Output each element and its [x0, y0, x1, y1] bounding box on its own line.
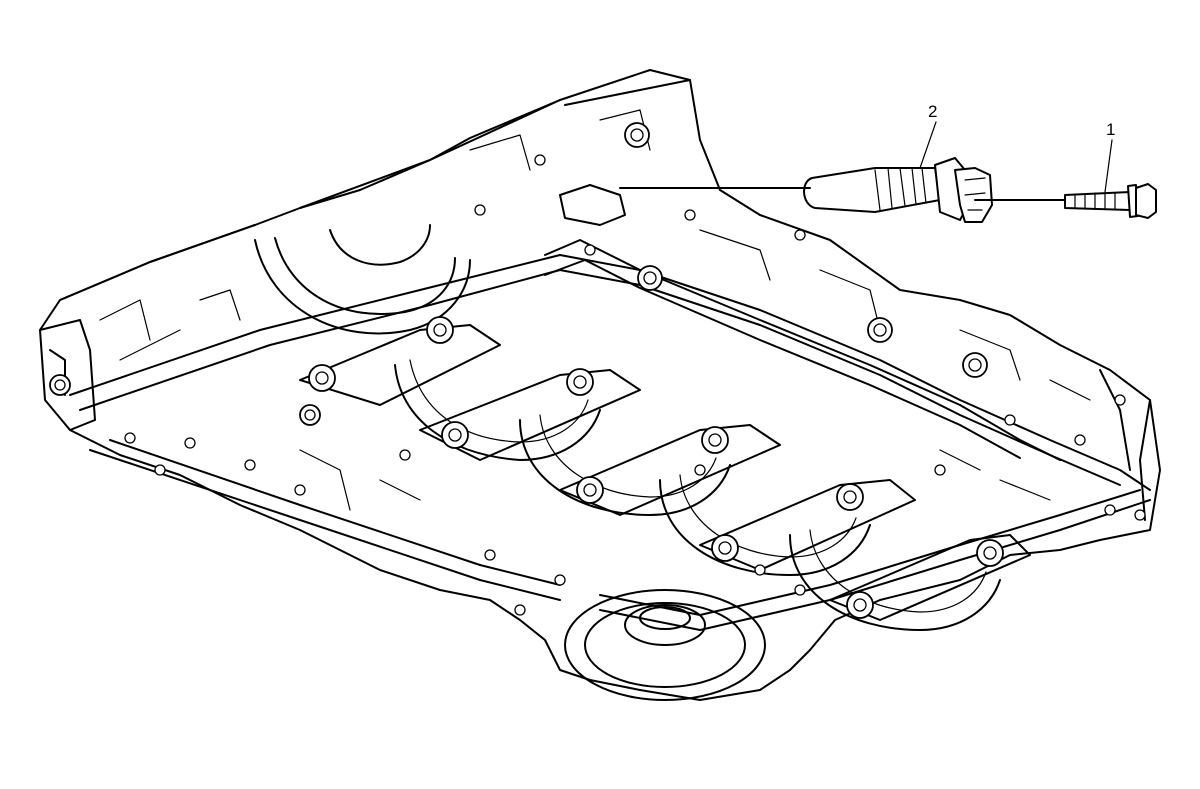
flange-hole	[514, 604, 526, 616]
sensor-threads	[874, 167, 927, 211]
sensor-connector	[954, 167, 993, 223]
bolt-holes	[49, 122, 1004, 619]
bolt-hole	[867, 317, 893, 343]
rear-seal-arc-top	[329, 224, 431, 266]
flange-hole	[474, 204, 486, 216]
flange-holes	[124, 154, 1146, 616]
front-cover-boss	[624, 604, 706, 646]
flange-hole	[694, 464, 706, 476]
crank-bore-4	[789, 534, 1001, 631]
sensor-body	[803, 167, 941, 213]
crank-bore-4-inner	[809, 529, 987, 613]
crank-bore-1	[394, 364, 601, 461]
sensor-boss	[559, 184, 626, 226]
bolt-hole	[576, 476, 604, 504]
front-cover-hub	[639, 606, 691, 630]
pan-rail-flange	[69, 254, 1151, 491]
bolt-hole	[441, 421, 469, 449]
flange-hole	[124, 432, 136, 444]
flange-hole	[184, 437, 196, 449]
rear-seal-arc-inner	[274, 237, 456, 316]
flange-hole	[484, 549, 496, 561]
flange-hole	[794, 229, 806, 241]
bolt-hole	[701, 426, 729, 454]
bolt-hole	[299, 404, 321, 426]
flange-hole	[754, 564, 766, 576]
bolt-hole	[976, 539, 1004, 567]
sensor-connector-detail	[964, 177, 986, 211]
center-rail-2	[544, 259, 1021, 459]
bolt-hole	[308, 364, 336, 392]
bearing-cap-5	[829, 534, 1031, 621]
bolt-hole	[846, 591, 874, 619]
flange-hole	[1104, 504, 1116, 516]
pan-rail-lower	[89, 449, 1151, 631]
leader-line-2	[919, 121, 937, 169]
crank-bore-2-inner	[539, 414, 717, 498]
callout-2: 2	[928, 102, 937, 121]
flange-hole	[1074, 434, 1086, 446]
bearing-cap-1	[299, 324, 501, 406]
bolt-hole	[962, 352, 988, 378]
bolt-threads	[1074, 192, 1116, 210]
flange-hole	[294, 484, 306, 496]
bolt-hole	[566, 368, 594, 396]
callout-1: 1	[1106, 120, 1115, 139]
flange-hole	[534, 154, 546, 166]
front-cover-outer	[564, 589, 766, 701]
flange-hole	[934, 464, 946, 476]
block-outline	[39, 69, 1161, 701]
bearing-cap-2	[419, 369, 641, 461]
leader-lines	[619, 121, 1113, 201]
flange-hole	[1114, 394, 1126, 406]
bolt-hole	[836, 483, 864, 511]
sensor-component	[803, 157, 993, 223]
flange-hole	[554, 574, 566, 586]
crank-bore-3-inner	[679, 474, 857, 558]
crank-bore-1-inner	[409, 359, 589, 443]
bolt-hole	[49, 374, 71, 396]
flange-hole	[1004, 414, 1016, 426]
bolt-hole	[711, 534, 739, 562]
flange-hole	[684, 209, 696, 221]
right-end-wall	[1099, 369, 1151, 521]
bearing-cap-4	[699, 479, 916, 571]
bolt-hole	[637, 265, 663, 291]
bolt-hole	[624, 122, 650, 148]
crank-bore-2	[519, 419, 731, 516]
flange-hole	[1134, 509, 1146, 521]
flange-hole	[154, 464, 166, 476]
side-wall-edge	[59, 79, 691, 301]
crank-bore-3	[659, 479, 871, 576]
flange-hole	[399, 449, 411, 461]
pan-rail-lower-inner	[109, 439, 1141, 616]
leader-line-1	[1104, 139, 1113, 193]
casting-ribs	[99, 109, 1091, 511]
flange-hole	[584, 244, 596, 256]
pan-rail-flange-inner	[79, 269, 1121, 486]
rear-seal-arc	[254, 239, 471, 335]
flange-hole	[794, 584, 806, 596]
engine-block	[39, 69, 1161, 701]
bolt-head	[1135, 183, 1157, 219]
bolt-hole	[426, 316, 454, 344]
front-cover-mid	[584, 602, 746, 688]
bolt	[1064, 183, 1157, 219]
flange-hole	[244, 459, 256, 471]
